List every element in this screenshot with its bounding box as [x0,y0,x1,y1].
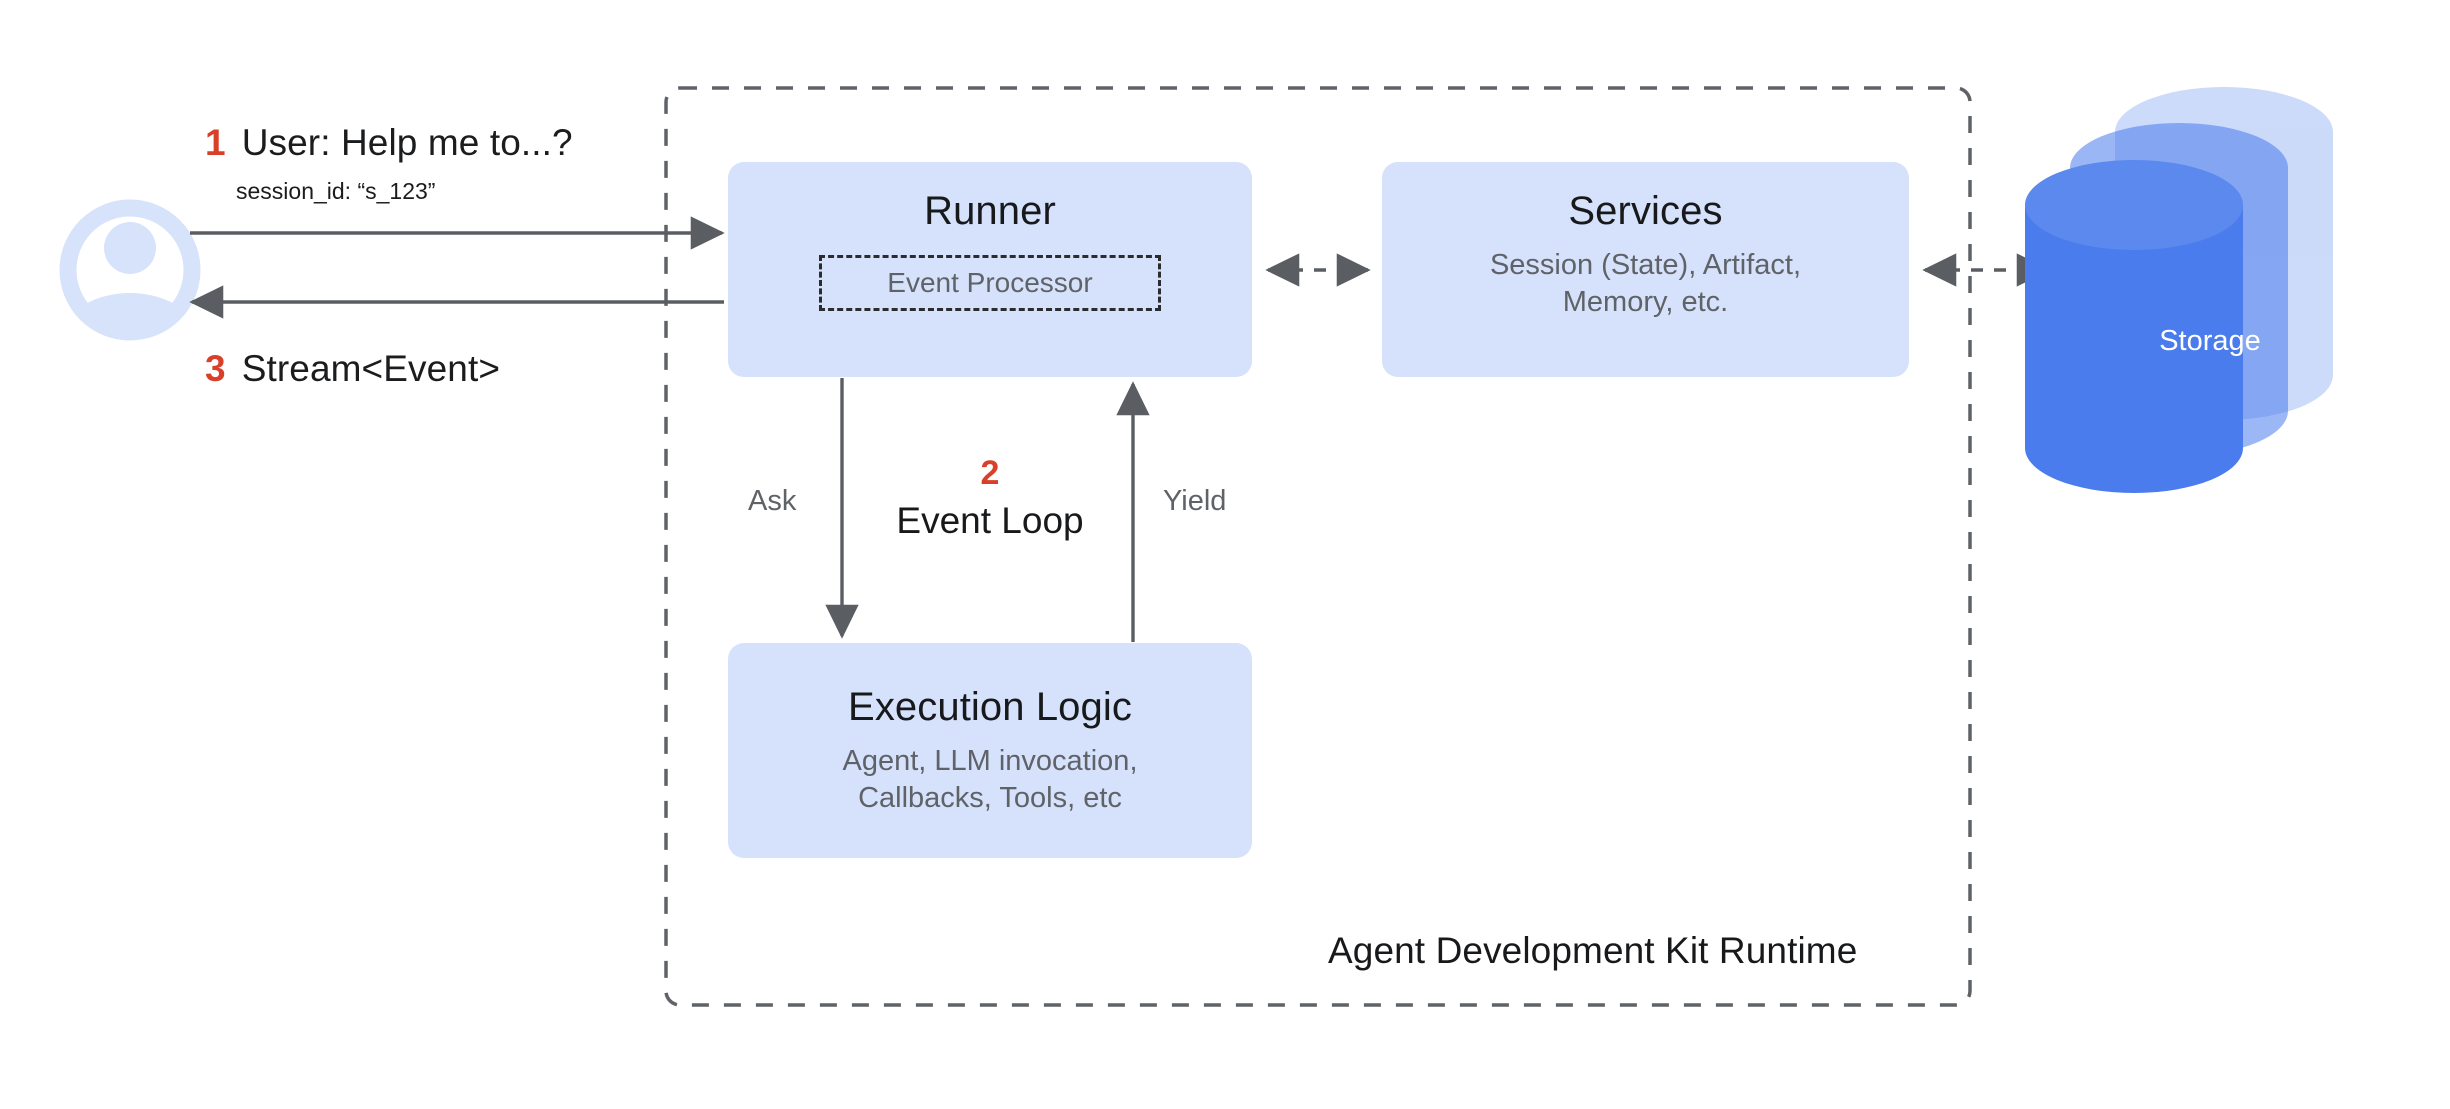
services-title: Services [1568,189,1723,233]
services-subtitle: Session (State), Artifact, Memory, etc. [1489,249,1802,319]
execution-logic-subtitle: Agent, LLM invocation, Callbacks, Tools,… [842,744,1138,815]
ask-edge-label: Ask [748,485,797,517]
runtime-caption: Agent Development Kit Runtime [1328,930,1858,971]
session-id-label: session_id: “s_123” [236,178,436,204]
storage-cylinder-group [2025,87,2333,493]
execution-logic-node[interactable]: Execution Logic Agent, LLM invocation, C… [728,643,1252,858]
user-avatar-icon [59,199,201,341]
step-number-2: 2 [980,454,1000,492]
services-node[interactable]: Services Session (State), Artifact, Memo… [1382,162,1909,377]
yield-edge-label: Yield [1163,485,1227,517]
storage-label: Storage [2159,325,2261,357]
execution-logic-title: Execution Logic [848,684,1132,729]
stream-event-label: 3 Stream<Event> [205,348,500,390]
event-processor-label: Event Processor [887,267,1093,299]
event-processor-subnode[interactable]: Event Processor [819,255,1161,312]
event-loop-text: Event Loop [896,500,1084,542]
runtime-boundary [664,86,1972,1007]
runner-title: Runner [924,189,1056,233]
event-loop-label: 2 Event Loop [728,454,1252,545]
step-number-1: 1 [205,122,226,163]
stream-event-text: Stream<Event> [241,348,501,389]
step-number-3: 3 [205,348,226,389]
storage-cylinder-front [2025,160,2243,493]
user-request-label: 1 User: Help me to...? [205,122,573,164]
user-request-text: User: Help me to...? [241,122,573,163]
runner-node[interactable]: Runner Event Processor [728,162,1252,377]
